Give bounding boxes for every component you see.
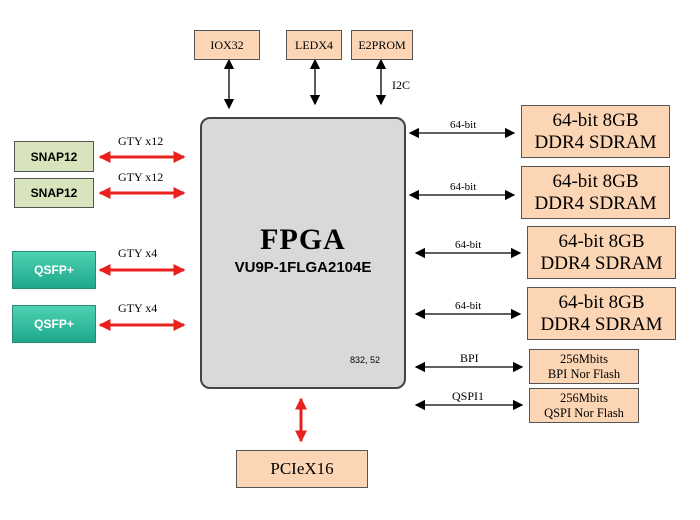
gty-label-1: GTY x12: [118, 134, 164, 148]
ledx4-label: LEDX4: [295, 37, 333, 52]
iox32-label: IOX32: [210, 37, 244, 52]
pcie-block: PCIeX16: [236, 450, 368, 488]
ddr-link-label-1: 64-bit: [450, 119, 477, 131]
iox32-block: IOX32: [194, 30, 260, 60]
ddr4-type: DDR4 SDRAM: [534, 131, 657, 153]
ddr4-type: DDR4 SDRAM: [540, 313, 663, 335]
bpi-link-label: BPI: [460, 351, 479, 365]
qsfp-label: QSFP+: [34, 263, 74, 277]
ledx4-block: LEDX4: [286, 30, 342, 60]
ddr4-capacity: 64-bit 8GB: [552, 109, 639, 131]
ddr4-capacity: 64-bit 8GB: [552, 170, 639, 192]
ddr4-block-3: 64-bit 8GB DDR4 SDRAM: [527, 226, 676, 279]
bpi-flash-block: 256Mbits BPI Nor Flash: [529, 349, 639, 384]
snap12-block-1: SNAP12: [14, 141, 94, 172]
fpga-title: FPGA: [260, 222, 346, 256]
pcie-label: PCIeX16: [270, 459, 334, 478]
fpga-note: 832, 52: [349, 355, 380, 365]
e2prom-block: E2PROM: [351, 30, 413, 60]
ddr-link-label-4: 64-bit: [455, 300, 482, 312]
i2c-label: I2C: [392, 78, 410, 92]
flash-type: BPI Nor Flash: [547, 366, 621, 381]
ddr4-block-4: 64-bit 8GB DDR4 SDRAM: [527, 287, 676, 340]
fpga-block: FPGA VU9P-1FLGA2104E 832, 52: [200, 117, 406, 389]
fpga-part-number: VU9P-1FLGA2104E: [234, 258, 372, 276]
snap12-label: SNAP12: [30, 186, 78, 200]
snap12-block-2: SNAP12: [14, 178, 94, 208]
gty-label-2: GTY x12: [118, 170, 164, 184]
qspi-flash-block: 256Mbits QSPI Nor Flash: [529, 388, 639, 423]
flash-capacity: 256Mbits: [560, 351, 608, 366]
gty-label-3: GTY x4: [118, 246, 158, 260]
qsfp-block-2: QSFP+: [12, 305, 96, 343]
ddr4-capacity: 64-bit 8GB: [558, 230, 645, 252]
ddr4-block-1: 64-bit 8GB DDR4 SDRAM: [521, 105, 670, 158]
qsfp-label: QSFP+: [34, 317, 74, 331]
e2prom-label: E2PROM: [358, 37, 406, 52]
ddr4-type: DDR4 SDRAM: [540, 252, 663, 274]
snap12-label: SNAP12: [30, 149, 78, 164]
ddr-link-label-3: 64-bit: [455, 239, 482, 251]
ddr4-capacity: 64-bit 8GB: [558, 291, 645, 313]
gty-label-4: GTY x4: [118, 301, 158, 315]
ddr4-block-2: 64-bit 8GB DDR4 SDRAM: [521, 166, 670, 219]
qsfp-block-1: QSFP+: [12, 251, 96, 289]
flash-type: QSPI Nor Flash: [544, 405, 624, 420]
ddr-link-label-2: 64-bit: [450, 181, 477, 193]
ddr4-type: DDR4 SDRAM: [534, 192, 657, 214]
qspi-link-label: QSPI1: [452, 389, 485, 403]
flash-capacity: 256Mbits: [560, 390, 608, 405]
